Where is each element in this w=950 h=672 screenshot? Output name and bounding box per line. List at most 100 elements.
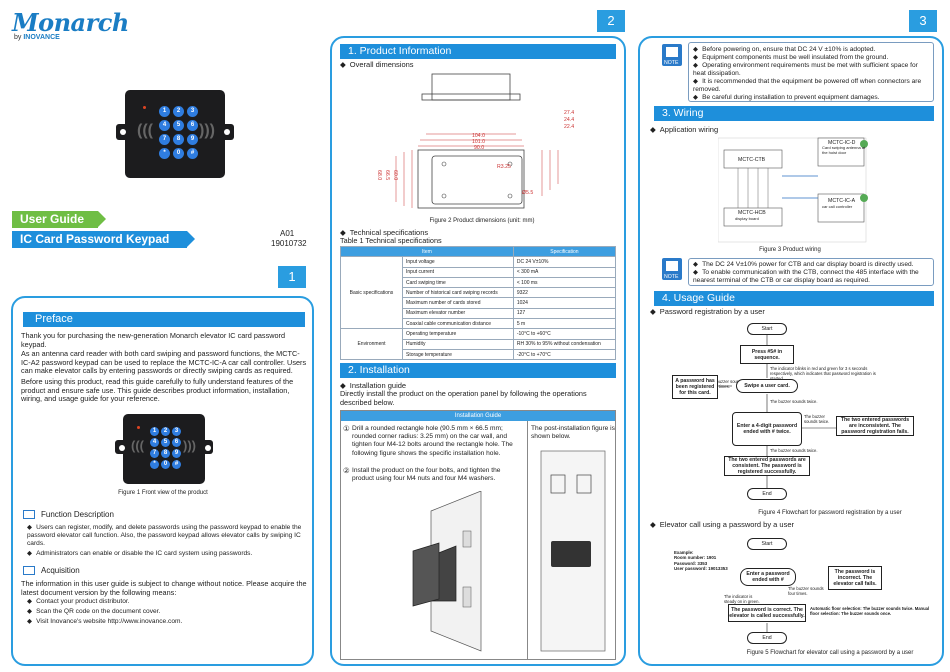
user-guide-tag: User Guide [12, 211, 106, 228]
mount-ear [220, 124, 234, 140]
mount-hole [441, 193, 447, 199]
mount-ear [201, 440, 213, 454]
list-item: Visit Inovance's website http://www.inov… [27, 618, 305, 626]
acquisition-title: Acquisition [41, 566, 80, 575]
page3-panel: NOTE Before powering on, ensure that DC … [638, 36, 944, 666]
page-number-3: 3 [909, 10, 937, 32]
version: A01 [280, 229, 295, 238]
table-cell: < 100 ms [512, 276, 617, 289]
flow2-example: Example: Room number: 1901 Password: 335… [674, 550, 728, 572]
list-item: The DC 24 V±10% power for CTB and car di… [693, 261, 931, 269]
acquisition-text: The information in this user guide is su… [21, 579, 307, 597]
table1-caption: Table 1 Technical specifications [340, 236, 442, 245]
flow2-end: End [747, 632, 787, 644]
flow1-swipe: Swipe a user card. [736, 379, 798, 393]
table-cell: Maximum number of cards stored [402, 297, 514, 309]
table-cell: Maximum elevator number [402, 307, 514, 320]
list-item: Be careful during installation to preven… [693, 94, 931, 102]
antenna-wave-left-icon: ((( [137, 122, 153, 139]
page-number-1: 1 [278, 266, 306, 288]
table-cell: 127 [512, 307, 617, 320]
post-install-drawing [540, 450, 606, 652]
table-cell: RH 30% to 95% without condensation [512, 338, 617, 350]
flow1-indicator-note: The indicator blinks in red and green fo… [770, 366, 876, 381]
installation-drawing [412, 491, 482, 652]
mount-ear [116, 124, 130, 140]
table-cell: Card swiping time [402, 276, 514, 289]
guide-step-num: ② [343, 466, 350, 475]
keypad-key: 6 [187, 120, 198, 131]
table-cell: -20°C to +70°C [512, 348, 617, 361]
keypad-key: 9 [172, 449, 181, 458]
keypad-key: 4 [159, 120, 170, 131]
overall-dimensions-label: Overall dimensions [340, 60, 414, 69]
flow1-start: Start [747, 323, 787, 335]
list-item: Users can register, modify, and delete p… [27, 524, 305, 548]
brand-by: by [14, 34, 22, 41]
dim-label: Ø5.5 [522, 190, 534, 196]
table-cell: Humidity [402, 338, 514, 350]
note-label: NOTE [664, 60, 679, 66]
list-item: Contact your product distributor. [27, 598, 305, 606]
keypad-key: 0 [173, 148, 184, 159]
application-wiring-label: Application wiring [650, 125, 718, 134]
dimension-drawing [395, 73, 559, 209]
dim-label: 22.4 [564, 124, 575, 130]
product-info-title: 1. Product Information [340, 44, 616, 59]
table-cell: 9322 [512, 287, 617, 299]
flow2-incorrect: The password is incorrect. The elevator … [828, 566, 882, 590]
side-view [431, 73, 511, 101]
wiring-frame [718, 137, 867, 243]
keypad-key: 8 [161, 449, 170, 458]
dim-label: 66.5 [384, 170, 390, 181]
tech-spec-label: Technical specifications [340, 228, 428, 237]
page-2: 2 1. Product Information Overall dimensi… [316, 0, 632, 672]
dim-label: 24.4 [564, 117, 575, 123]
table-cell: Storage temperature [402, 348, 514, 361]
table-cell: Number of historical card swiping record… [402, 287, 514, 299]
keypad-key: 2 [173, 106, 184, 117]
figure1-caption: Figure 1 Front view of the product [118, 490, 208, 496]
keypad-key: 3 [187, 106, 198, 117]
status-led [143, 106, 146, 109]
dim-label: 101.0 [472, 139, 485, 145]
keypad-key: 4 [150, 438, 159, 447]
keypad-key: 5 [173, 120, 184, 131]
flow1-buzzer-twice-2: The buzzer sounds twice. [804, 414, 830, 424]
antenna-wave-right-icon: ))) [183, 438, 196, 453]
table-cell: Input voltage [402, 256, 514, 268]
keypad-key: 8 [173, 134, 184, 145]
keypad-key: # [172, 460, 181, 469]
dim-label: 60.0 [392, 170, 398, 181]
keypad-key: # [187, 148, 198, 159]
preface-title: Preface [23, 312, 305, 327]
list-item: Before powering on, ensure that DC 24 V … [693, 46, 931, 54]
mount-hole [441, 161, 447, 167]
list-item: It is recommended that the equipment be … [693, 78, 931, 94]
preface-paragraph: Thank you for purchasing the new-generat… [21, 331, 286, 349]
table-cell: 5 m [512, 318, 617, 330]
figure3-caption: Figure 3 Product wiring [759, 247, 821, 253]
dim-label: 90.0 [474, 145, 485, 151]
keypad-key: * [150, 460, 159, 469]
list-item: Equipment components must be well insula… [693, 54, 931, 62]
note-box-1: Before powering on, ensure that DC 24 V … [688, 42, 934, 102]
flow1-consistent: The two entered passwords are consistent… [724, 456, 810, 476]
table-cell: < 300 mA [512, 266, 617, 278]
guide-step-2: Install the product on the four bolts, a… [352, 467, 501, 483]
mount-hole [507, 161, 513, 167]
installation-intro: Directly install the product on the oper… [340, 389, 587, 407]
guide-divider [527, 421, 528, 659]
page2-panel: 1. Product Information Overall dimension… [330, 36, 626, 666]
flow1-end: End [747, 488, 787, 500]
note-icon [662, 258, 682, 280]
figure5-caption: Figure 5 Flowchart for elevator call usi… [746, 650, 914, 656]
figure4-caption: Figure 4 Flowchart for password registra… [758, 510, 902, 516]
guide-step-num: ① [343, 424, 350, 433]
keypad-key: * [159, 148, 170, 159]
function-title: Function Description [41, 510, 114, 519]
note-icon [662, 44, 682, 66]
